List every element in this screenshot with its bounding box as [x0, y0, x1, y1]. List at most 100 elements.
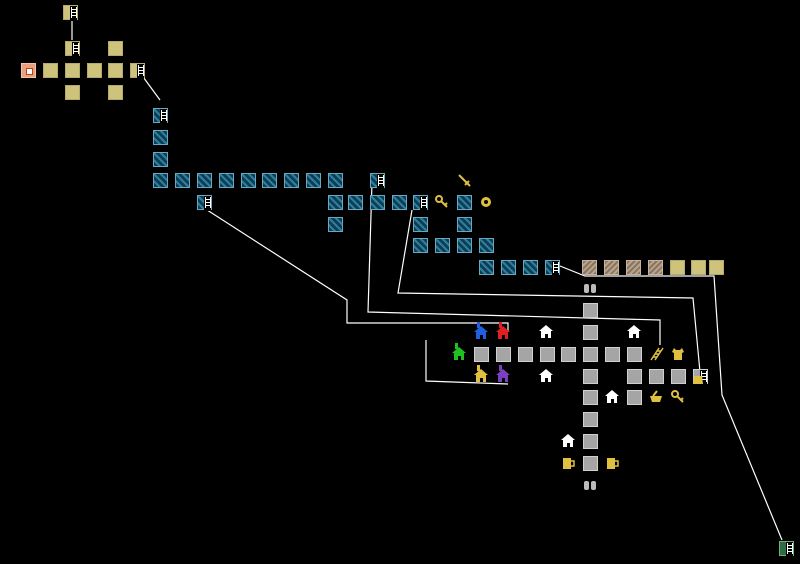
map-room-gray[interactable]	[583, 412, 598, 427]
map-room-ladder[interactable]	[63, 5, 78, 21]
house-icon[interactable]	[627, 325, 641, 339]
map-room-blue[interactable]	[328, 195, 343, 210]
tunic-icon[interactable]	[670, 346, 686, 362]
map-room-blue[interactable]	[370, 195, 385, 210]
map-room-gray[interactable]	[583, 456, 598, 471]
map-room-yellow[interactable]	[108, 63, 123, 78]
ladder-icon	[378, 174, 384, 187]
map-room-yellow[interactable]	[87, 63, 102, 78]
map-room-ladder[interactable]	[370, 173, 385, 189]
map-room-gray[interactable]	[583, 434, 598, 449]
map-room-blue[interactable]	[457, 195, 472, 210]
map-room-yellow[interactable]	[108, 41, 123, 56]
key-icon[interactable]	[434, 194, 450, 210]
ladder-icon	[205, 196, 211, 209]
map-room-gray[interactable]	[627, 347, 642, 362]
roof	[474, 369, 488, 375]
church-icon[interactable]	[452, 343, 466, 361]
map-room-blue[interactable]	[153, 130, 168, 145]
map-room-gray[interactable]	[496, 347, 511, 362]
map-room-blue[interactable]	[241, 173, 256, 188]
map-room-gray[interactable]	[474, 347, 489, 362]
map-room-gray[interactable]	[540, 347, 555, 362]
current-room-marker[interactable]	[21, 63, 36, 78]
map-room-yellow[interactable]	[691, 260, 706, 275]
map-room-brown[interactable]	[648, 260, 663, 275]
map-room-gray[interactable]	[671, 369, 686, 384]
map-room-gray[interactable]	[605, 347, 620, 362]
map-room-yellow[interactable]	[65, 63, 80, 78]
map-room-gray[interactable]	[583, 369, 598, 384]
map-room-yellow[interactable]	[65, 85, 80, 100]
map-room-ladder[interactable]	[413, 195, 428, 211]
map-room-blue[interactable]	[153, 152, 168, 167]
map-room-yellow[interactable]	[670, 260, 685, 275]
map-room-blue[interactable]	[457, 217, 472, 232]
map-room-gray[interactable]	[583, 325, 598, 340]
map-room-blue[interactable]	[284, 173, 299, 188]
map-room-blue[interactable]	[197, 173, 212, 188]
ladder-icon[interactable]	[648, 346, 664, 362]
church-icon[interactable]	[474, 322, 488, 340]
gear-icon[interactable]	[478, 194, 494, 210]
door	[502, 378, 505, 382]
map-room-yellow[interactable]	[709, 260, 724, 275]
map-room-gray[interactable]	[583, 390, 598, 405]
map-room-gray[interactable]	[518, 347, 533, 362]
ladder-icon	[553, 261, 559, 274]
map-room-gray[interactable]	[627, 390, 642, 405]
house-icon[interactable]	[561, 434, 575, 448]
roof	[627, 325, 641, 331]
map-room-blue[interactable]	[457, 238, 472, 253]
ladder-icon	[787, 542, 793, 555]
map-room-blue[interactable]	[501, 260, 516, 275]
church-icon[interactable]	[496, 322, 510, 340]
map-room-blue[interactable]	[435, 238, 450, 253]
map-room-ladder[interactable]	[197, 195, 212, 211]
church-icon[interactable]	[474, 365, 488, 383]
map-room-ladder[interactable]	[545, 260, 560, 276]
map-room-blue[interactable]	[219, 173, 234, 188]
map-room-gray[interactable]	[649, 369, 664, 384]
sword-icon[interactable]	[456, 172, 472, 188]
pot-icon[interactable]	[648, 389, 664, 405]
map-room-brown[interactable]	[626, 260, 641, 275]
map-room-blue[interactable]	[175, 173, 190, 188]
map-room-blue[interactable]	[479, 238, 494, 253]
map-room-blue[interactable]	[523, 260, 538, 275]
map-room-blue[interactable]	[262, 173, 277, 188]
map-room-brown[interactable]	[582, 260, 597, 275]
map-room-blue[interactable]	[392, 195, 407, 210]
binoculars-icon[interactable]	[582, 280, 598, 296]
map-room-blue[interactable]	[479, 260, 494, 275]
steeple	[499, 365, 502, 371]
map-room-blue[interactable]	[413, 238, 428, 253]
map-room-gray[interactable]	[561, 347, 576, 362]
map-room-gray[interactable]	[583, 347, 598, 362]
map-room-gray[interactable]	[627, 369, 642, 384]
map-room-ladder[interactable]	[779, 541, 794, 557]
mug-icon[interactable]	[604, 455, 620, 471]
house-icon[interactable]	[539, 325, 553, 339]
church-icon[interactable]	[496, 365, 510, 383]
map-room-blue[interactable]	[328, 217, 343, 232]
map-room-ladder[interactable]	[153, 108, 168, 124]
map-room-gray[interactable]	[583, 303, 598, 318]
map-room-yellow[interactable]	[43, 63, 58, 78]
mug-icon[interactable]	[560, 455, 576, 471]
map-room-yellow[interactable]	[108, 85, 123, 100]
steeple	[455, 343, 458, 349]
map-room-blue[interactable]	[413, 217, 428, 232]
map-room-blue[interactable]	[306, 173, 321, 188]
bag-icon[interactable]	[690, 370, 706, 386]
map-room-brown[interactable]	[604, 260, 619, 275]
map-room-ladder[interactable]	[65, 41, 80, 57]
house-icon[interactable]	[605, 390, 619, 404]
map-room-ladder[interactable]	[130, 63, 145, 79]
map-room-blue[interactable]	[348, 195, 363, 210]
map-room-blue[interactable]	[328, 173, 343, 188]
binoculars-icon[interactable]	[582, 477, 598, 493]
key-icon[interactable]	[670, 389, 686, 405]
house-icon[interactable]	[539, 369, 553, 383]
map-room-blue[interactable]	[153, 173, 168, 188]
